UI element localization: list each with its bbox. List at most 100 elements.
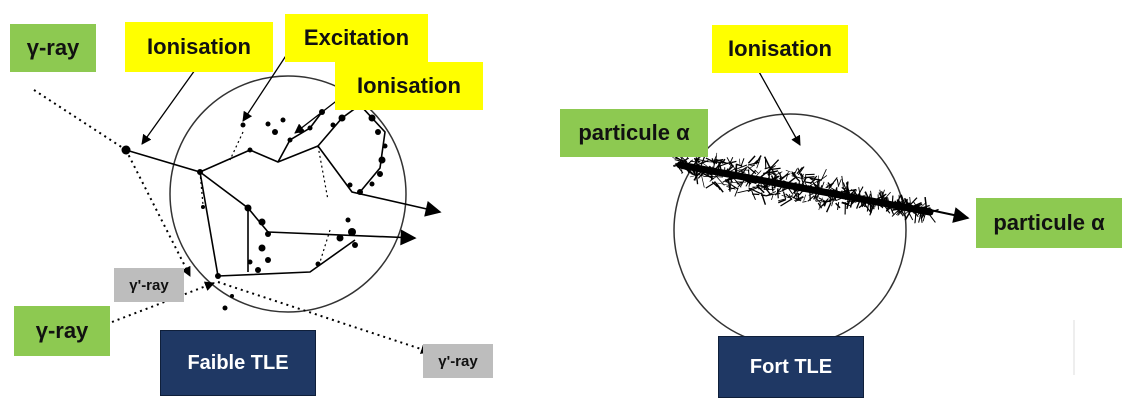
alpha-track-stroke [791,172,801,183]
alpha-track-stroke [780,198,793,207]
alpha-track-stroke [721,158,726,164]
alpha-track-stroke [711,181,719,188]
alpha-track-stroke [728,156,734,166]
alpha-track-stroke [836,179,840,186]
alpha-track-stroke [747,155,756,164]
alpha-track-stroke [672,157,686,162]
alpha-track-stroke [815,196,819,202]
alpha-track-stroke [740,158,745,167]
alpha-track-stroke [835,202,841,209]
alpha-track-stroke [791,195,802,202]
faible-tle-title: Faible TLE [160,330,316,396]
alpha-track-stroke [825,202,832,213]
alpha-track-stroke [763,156,771,168]
alpha-track-stroke [760,192,767,205]
alpha-track-stroke [756,184,767,188]
alpha-track-stroke [705,157,718,165]
alpha-track-stroke [823,201,827,207]
alpha-track-stroke [837,179,842,188]
alpha-track-stroke [785,171,789,180]
alpha-track-stroke [796,166,804,175]
alpha-track-stroke [735,164,742,167]
alpha-track-stroke [747,186,760,193]
alpha-track-stroke [765,185,770,191]
alpha-track-stroke [797,167,803,180]
alpha-track-stroke [794,196,804,202]
alpha-track-stroke [775,171,783,176]
alpha-track-stroke [820,169,827,181]
alpha-particle-track [672,152,939,224]
alpha-track-stroke [793,191,802,201]
alpha-track-stroke [808,193,814,196]
alpha-track-stroke [757,185,771,190]
alpha-track-stroke [816,175,828,184]
right-interaction-circle [673,113,907,347]
alpha-track-stroke [858,186,864,196]
excitation-label: Excitation [285,14,428,62]
alpha-track-stroke [792,192,798,199]
alpha-track-core [676,161,934,216]
alpha-track-stroke [771,169,776,175]
alpha-track-stroke [755,155,762,165]
alpha-track-stroke [778,198,787,204]
alpha-track-stroke [714,181,721,191]
alpha-track-stroke [735,169,746,174]
alpha-track-stroke [813,193,818,200]
right-ionisation-pointer [757,69,801,146]
alpha-track-stroke [771,194,774,201]
alpha-track-stroke [841,201,849,205]
alpha-track-stroke [728,187,737,191]
alpha-track-stroke [752,193,760,196]
alpha-track-stroke [854,189,857,195]
alpha-track-stroke [737,189,752,194]
alpha-track-stroke [803,194,807,201]
alpha-track-stroke [697,160,709,166]
left-gamma-paths [33,89,431,354]
alpha-track-stroke [751,169,757,176]
alpha-track-stroke [738,169,750,171]
alpha-track-stroke [695,171,699,185]
alpha-track-stroke [781,194,789,199]
alpha-track-stroke [700,174,705,188]
alpha-track-stroke [767,191,776,196]
alpha-track-stroke [685,168,693,176]
alpha-exit-arrow [929,207,970,223]
alpha-track-stroke [778,173,791,180]
alpha-track-stroke [748,187,762,195]
alpha-track-stroke [738,166,748,173]
ionisation-label-right: Ionisation [712,25,848,73]
alpha-track-stroke [674,159,682,162]
alpha-track-stroke [800,173,804,178]
alpha-track-stroke [802,200,807,203]
alpha-track-stroke [846,203,850,207]
left-delta-dashes [199,131,331,263]
alpha-track-stroke [807,195,815,202]
alpha-track-stroke [737,164,748,170]
alpha-track-stroke [747,166,757,175]
alpha-track-stroke [726,165,734,172]
alpha-track-stroke [737,181,743,188]
alpha-track-stroke [695,157,700,164]
alpha-track-stroke [829,177,838,187]
left-ionisation-clusters [121,102,388,311]
gamma-prime-ray-label-1: γ'-ray [114,268,184,302]
alpha-track-stroke [715,175,725,186]
alpha-track-stroke [835,198,842,202]
alpha-track-stroke [715,152,718,162]
alpha-track-stroke [725,181,739,184]
alpha-track-stroke [785,169,791,173]
alpha-track-stroke [858,187,861,197]
ionisation-label-2: Ionisation [335,62,483,110]
alpha-track-stroke [809,179,816,185]
alpha-track-stroke [725,178,730,182]
alpha-track-stroke [777,198,785,202]
gamma-prime-ray-label-2: γ'-ray [423,344,493,378]
gamma-ray-label-bottom: γ-ray [14,306,110,356]
alpha-track-stroke [841,175,844,189]
alpha-track-stroke [841,202,851,207]
alpha-track-stroke [797,166,805,176]
ionisation-label-1: Ionisation [125,22,273,72]
alpha-track-stroke [809,177,822,181]
alpha-track-stroke [826,184,833,189]
